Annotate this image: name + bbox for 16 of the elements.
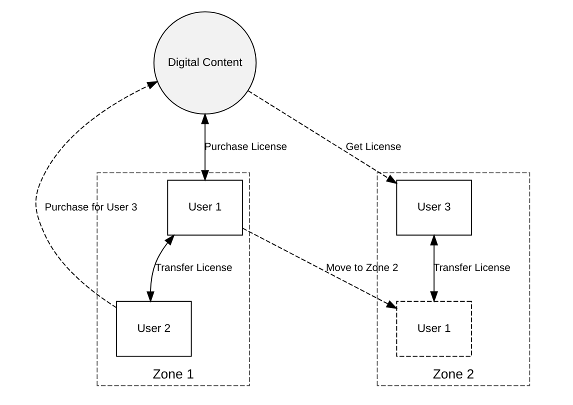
edge-label: Move to Zone 2 [326,262,398,274]
node-box: User 2 [116,300,192,357]
node-box: User 1 [167,180,243,236]
edge-label: Get License [346,142,402,153]
arrow [201,112,210,182]
node-box: User 3 [396,180,472,236]
arrow [146,234,175,303]
arrow [35,81,159,308]
arrow [248,90,398,184]
arrow [430,234,438,303]
edge-label: Purchase for User 3 [44,202,138,214]
arrow [242,228,398,309]
edge-label: Transfer License [155,262,232,274]
edge-label: Purchase License [204,142,288,153]
node-circle: Digital Content [153,11,257,114]
node-box: User 1 [396,300,472,357]
